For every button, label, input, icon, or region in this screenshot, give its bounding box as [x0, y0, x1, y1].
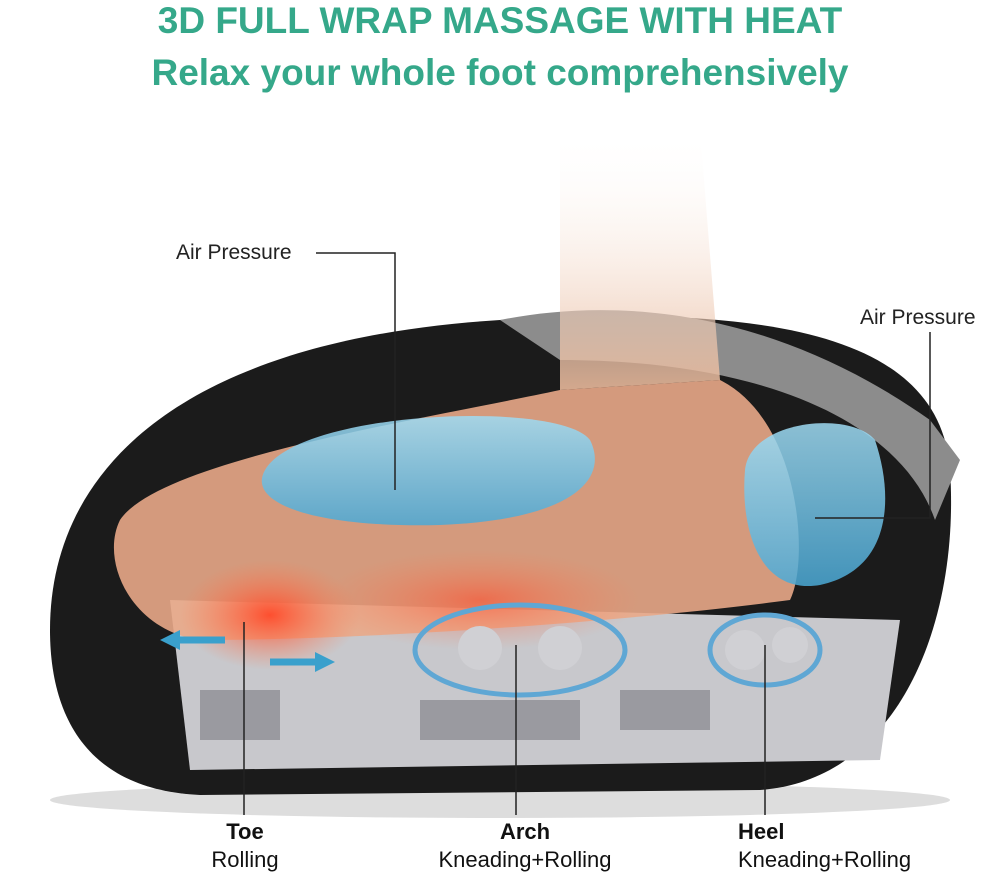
mechanism-details — [200, 690, 710, 740]
air-pressure-label-left: Air Pressure — [176, 241, 292, 264]
arrow-left-icon — [160, 630, 180, 650]
device-collar — [500, 310, 960, 520]
roller-mechanism — [170, 600, 900, 770]
air-pressure-bag-right — [744, 423, 886, 587]
arch-rotation-arrow — [412, 602, 628, 698]
rollers — [458, 626, 808, 670]
zone-name: Toe — [226, 819, 264, 844]
leg — [560, 130, 720, 390]
arrow-right-icon — [315, 652, 335, 672]
leader-lines — [243, 252, 931, 815]
zone-desc: Kneading+Rolling — [738, 847, 912, 872]
headline: 3D FULL WRAP MASSAGE WITH HEAT — [157, 0, 843, 41]
zone-name: Heel — [738, 819, 785, 844]
air-pressure-label-right: Air Pressure — [860, 306, 976, 329]
zone-caption-toe: Toe Rolling — [170, 818, 320, 874]
zone-caption-arch: Arch Kneading+Rolling — [420, 818, 630, 874]
subheadline: Relax your whole foot comprehensively — [151, 52, 849, 93]
zone-desc: Kneading+Rolling — [438, 847, 612, 872]
zone-caption-heel: Heel Kneading+Rolling — [738, 818, 948, 874]
air-pressure-bag-left — [261, 416, 595, 526]
zone-name: Arch — [499, 819, 551, 844]
zone-desc: Rolling — [211, 847, 279, 872]
heat-glow — [320, 550, 640, 650]
